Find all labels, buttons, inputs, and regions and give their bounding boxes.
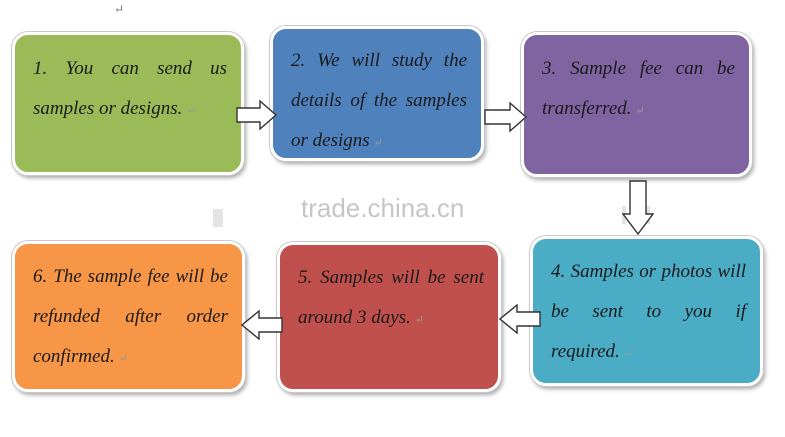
- editor-artifact: [213, 209, 223, 227]
- paragraph-mark: ↵: [114, 2, 125, 16]
- paragraph-mark: ↵: [118, 353, 129, 365]
- arrow-left-icon: [241, 310, 283, 340]
- step-2-text: 2. We will study the details of the samp…: [291, 50, 467, 151]
- arrow-right-icon: [484, 101, 528, 133]
- step-5-box: 5. Samples will be sent around 3 days.↵: [277, 242, 501, 392]
- step-4-box: 4. Samples or photos will be sent to you…: [530, 236, 763, 386]
- watermark: trade.china.cn: [301, 193, 465, 223]
- paragraph-mark: ↵: [414, 314, 424, 326]
- step-6-text: 6. The sample fee will be refunded after…: [33, 266, 228, 367]
- paragraph-mark: ↵: [186, 105, 196, 117]
- step-5-text: 5. Samples will be sent around 3 days.↵: [298, 267, 484, 328]
- step-2-box: 2. We will study the details of the samp…: [270, 26, 484, 161]
- paragraph-mark: ↵: [635, 105, 645, 117]
- paragraph-mark: ↵: [623, 348, 633, 360]
- step-1-box: 1. You can send us samples or designs.↵: [12, 32, 244, 175]
- step-4-text: 4. Samples or photos will be sent to you…: [551, 261, 746, 362]
- step-3-box: 3. Sample fee can be transferred.↵: [521, 32, 752, 177]
- arrow-down-icon: [622, 180, 654, 236]
- step-3-text: 3. Sample fee can be transferred.↵: [542, 58, 735, 119]
- step-6-box: 6. The sample fee will be refunded after…: [12, 241, 245, 392]
- paragraph-mark: ↵: [373, 137, 383, 149]
- step-1-text: 1. You can send us samples or designs.↵: [33, 58, 227, 119]
- arrow-right-icon: [236, 99, 278, 131]
- arrow-left-icon: [499, 304, 541, 334]
